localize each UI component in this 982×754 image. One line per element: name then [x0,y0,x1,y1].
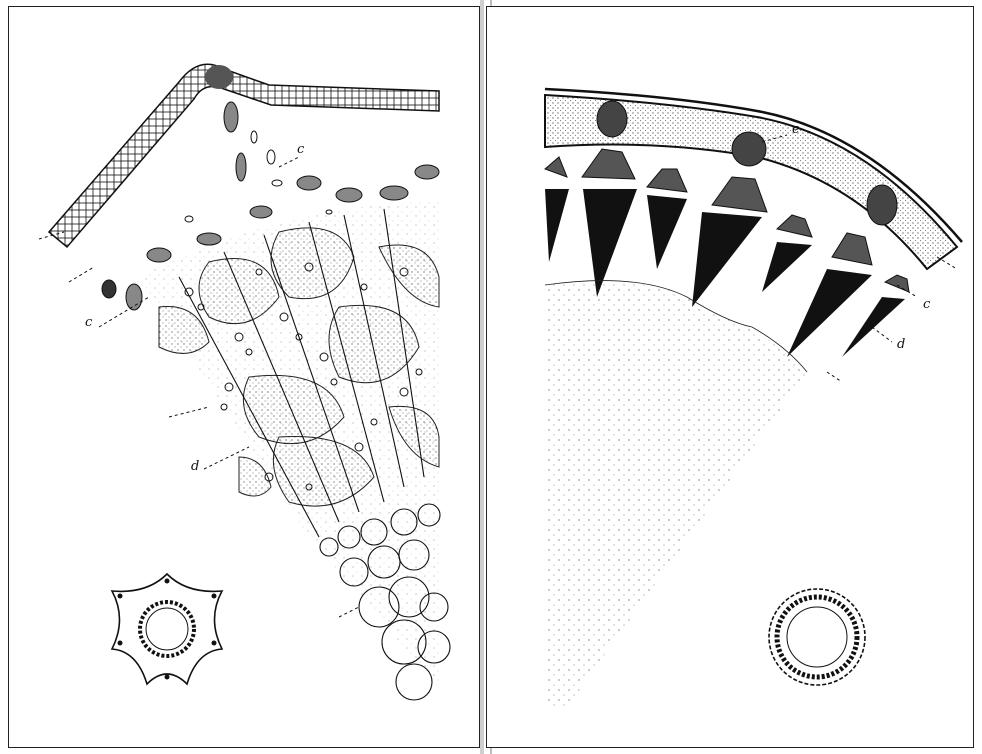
pith-area [545,281,807,707]
page-gutter [480,0,484,754]
right-figure-panel: e c d [486,6,974,748]
label-d-right: d [897,337,905,352]
ridge-cell [205,65,233,89]
label-d: d [191,459,199,474]
left-figure-panel: c c d [8,6,480,748]
right-stem-section [487,7,973,748]
label-c-left: c [85,315,92,330]
label-e: e [792,122,800,137]
left-stem-section [9,7,479,748]
round-inset [769,589,865,685]
pentagon-inset [112,574,222,684]
label-c-right: c [923,297,930,312]
label-c-top: c [297,142,304,157]
